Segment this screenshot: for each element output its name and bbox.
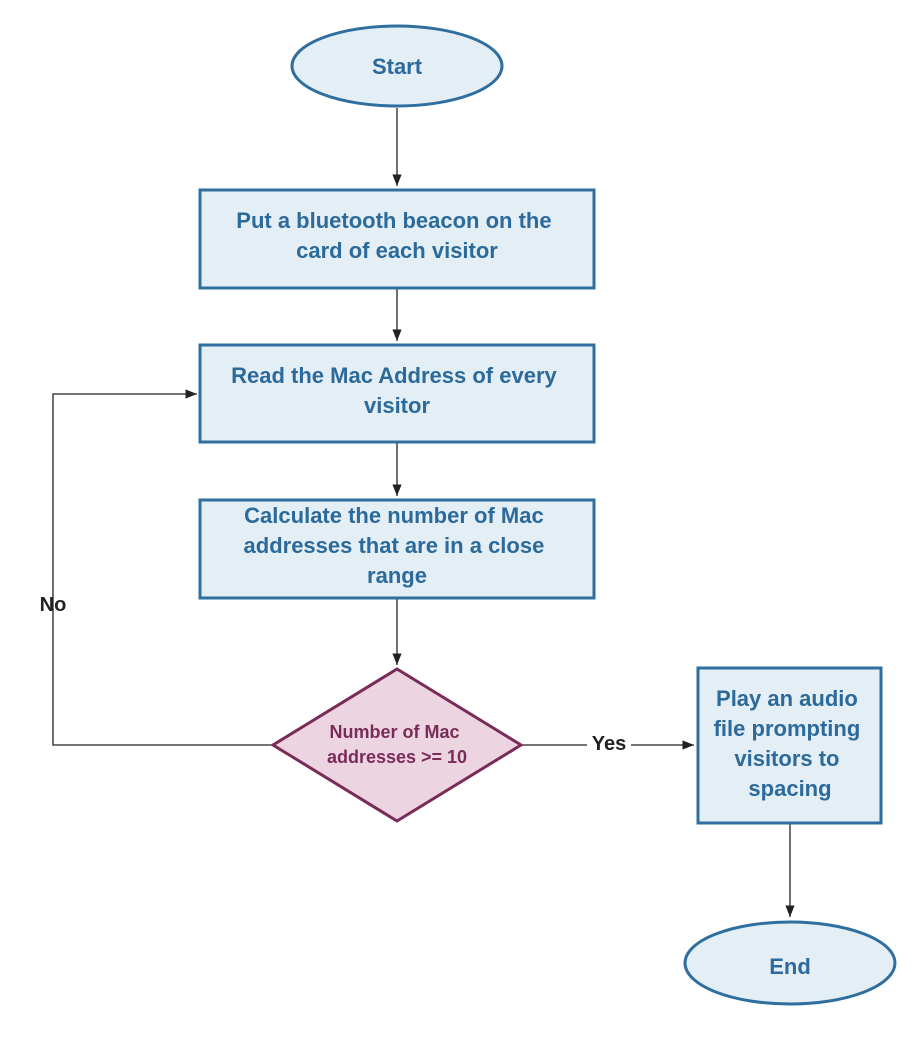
decision-node: Number of Mac addresses >= 10 [270, 667, 524, 823]
text-line: Number of Mac [329, 722, 459, 742]
decision-diamond [270, 667, 524, 823]
process-text-play-audio: Play an audio file prompting visitors to… [714, 686, 867, 801]
text-line: visitor [364, 393, 430, 418]
text-line: range [367, 563, 427, 588]
end-node: End [683, 920, 897, 1006]
process-step-calculate: Calculate the number of Mac addresses th… [198, 498, 596, 600]
start-label: Start [372, 54, 423, 79]
edge-label-no: No [40, 594, 67, 616]
process-text-read-mac: Read the Mac Address of every visitor [231, 363, 563, 418]
text-line: Play an audio [716, 686, 858, 711]
edge-label-yes-background [587, 732, 631, 756]
end-ellipse [683, 920, 897, 1006]
start-ellipse [290, 24, 504, 108]
text-line: addresses >= 10 [327, 747, 467, 767]
decision-text: Number of Mac addresses >= 10 [327, 722, 467, 767]
start-node: Start [290, 24, 504, 108]
text-line: Read the Mac Address of every [231, 363, 557, 388]
process-step-read-mac: Read the Mac Address of every visitor [198, 343, 596, 444]
process-box-read-mac [198, 343, 596, 444]
process-step-beacon: Put a bluetooth beacon on the card of ea… [198, 188, 596, 290]
edge-label-yes: Yes [592, 733, 626, 755]
text-line: addresses that are in a close [244, 533, 545, 558]
process-step-play-audio: Play an audio file prompting visitors to… [696, 666, 883, 825]
text-line: card of each visitor [296, 238, 498, 263]
process-box-beacon [198, 188, 596, 290]
text-line: file prompting [714, 716, 861, 741]
text-line: visitors to [734, 746, 839, 771]
process-box-play-audio [696, 666, 883, 825]
end-label: End [769, 954, 811, 979]
text-line: Calculate the number of Mac [244, 503, 544, 528]
process-box-calculate [198, 498, 596, 600]
process-text-calculate: Calculate the number of Mac addresses th… [244, 503, 551, 588]
text-line: spacing [748, 776, 831, 801]
edge-decision-no-loop [52, 389, 272, 746]
text-line: Put a bluetooth beacon on the [236, 208, 551, 233]
process-text-beacon: Put a bluetooth beacon on the card of ea… [236, 208, 557, 263]
